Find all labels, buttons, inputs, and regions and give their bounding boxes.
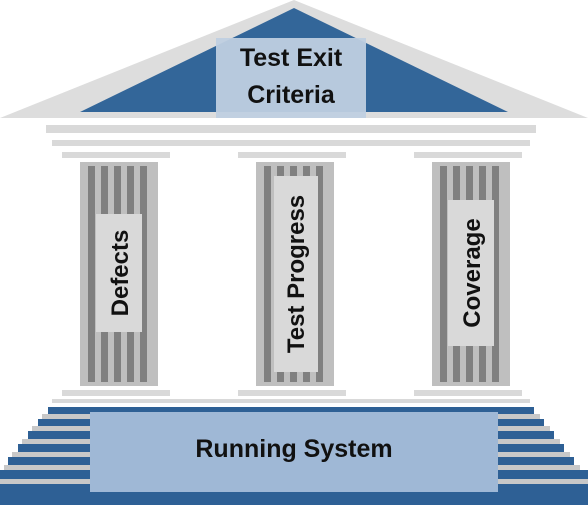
capital-right — [414, 152, 522, 158]
base-left — [62, 390, 170, 396]
base-center — [238, 390, 346, 396]
pillar-flute — [316, 166, 323, 382]
pillar-flute — [140, 166, 147, 382]
roof-title-line2: Criteria — [247, 81, 336, 109]
capital-center — [238, 152, 346, 158]
pillar-flute — [264, 166, 271, 382]
pillar-label: Coverage — [459, 218, 486, 327]
foundation: Running System — [90, 412, 498, 492]
pillar-label: Defects — [107, 230, 134, 317]
pillar-label-box — [274, 176, 318, 372]
roof: Test Exit Criteria — [0, 0, 588, 118]
pillar-label: Test Progress — [283, 195, 310, 353]
base-right — [414, 390, 522, 396]
roof-title-line1: Test Exit — [240, 44, 343, 72]
pillar-flute — [440, 166, 447, 382]
foundation-label-box — [90, 412, 498, 492]
pillar-flute — [88, 166, 95, 382]
step — [48, 407, 534, 414]
pillar-label-box — [96, 214, 142, 332]
roof-label-box — [216, 38, 366, 118]
pillar-defects: Defects — [80, 162, 158, 386]
entablature — [46, 125, 536, 158]
pillar-label-box — [448, 200, 494, 346]
stylobate — [52, 399, 530, 403]
capital-left — [62, 152, 170, 158]
pillar-flute — [492, 166, 499, 382]
pillar-coverage: Coverage — [432, 162, 510, 386]
pillar-test-progress: Test Progress — [256, 162, 334, 386]
entablature-middle — [52, 140, 530, 146]
foundation-label: Running System — [195, 435, 392, 463]
pillar-bases — [52, 390, 530, 403]
entablature-top — [46, 125, 536, 133]
